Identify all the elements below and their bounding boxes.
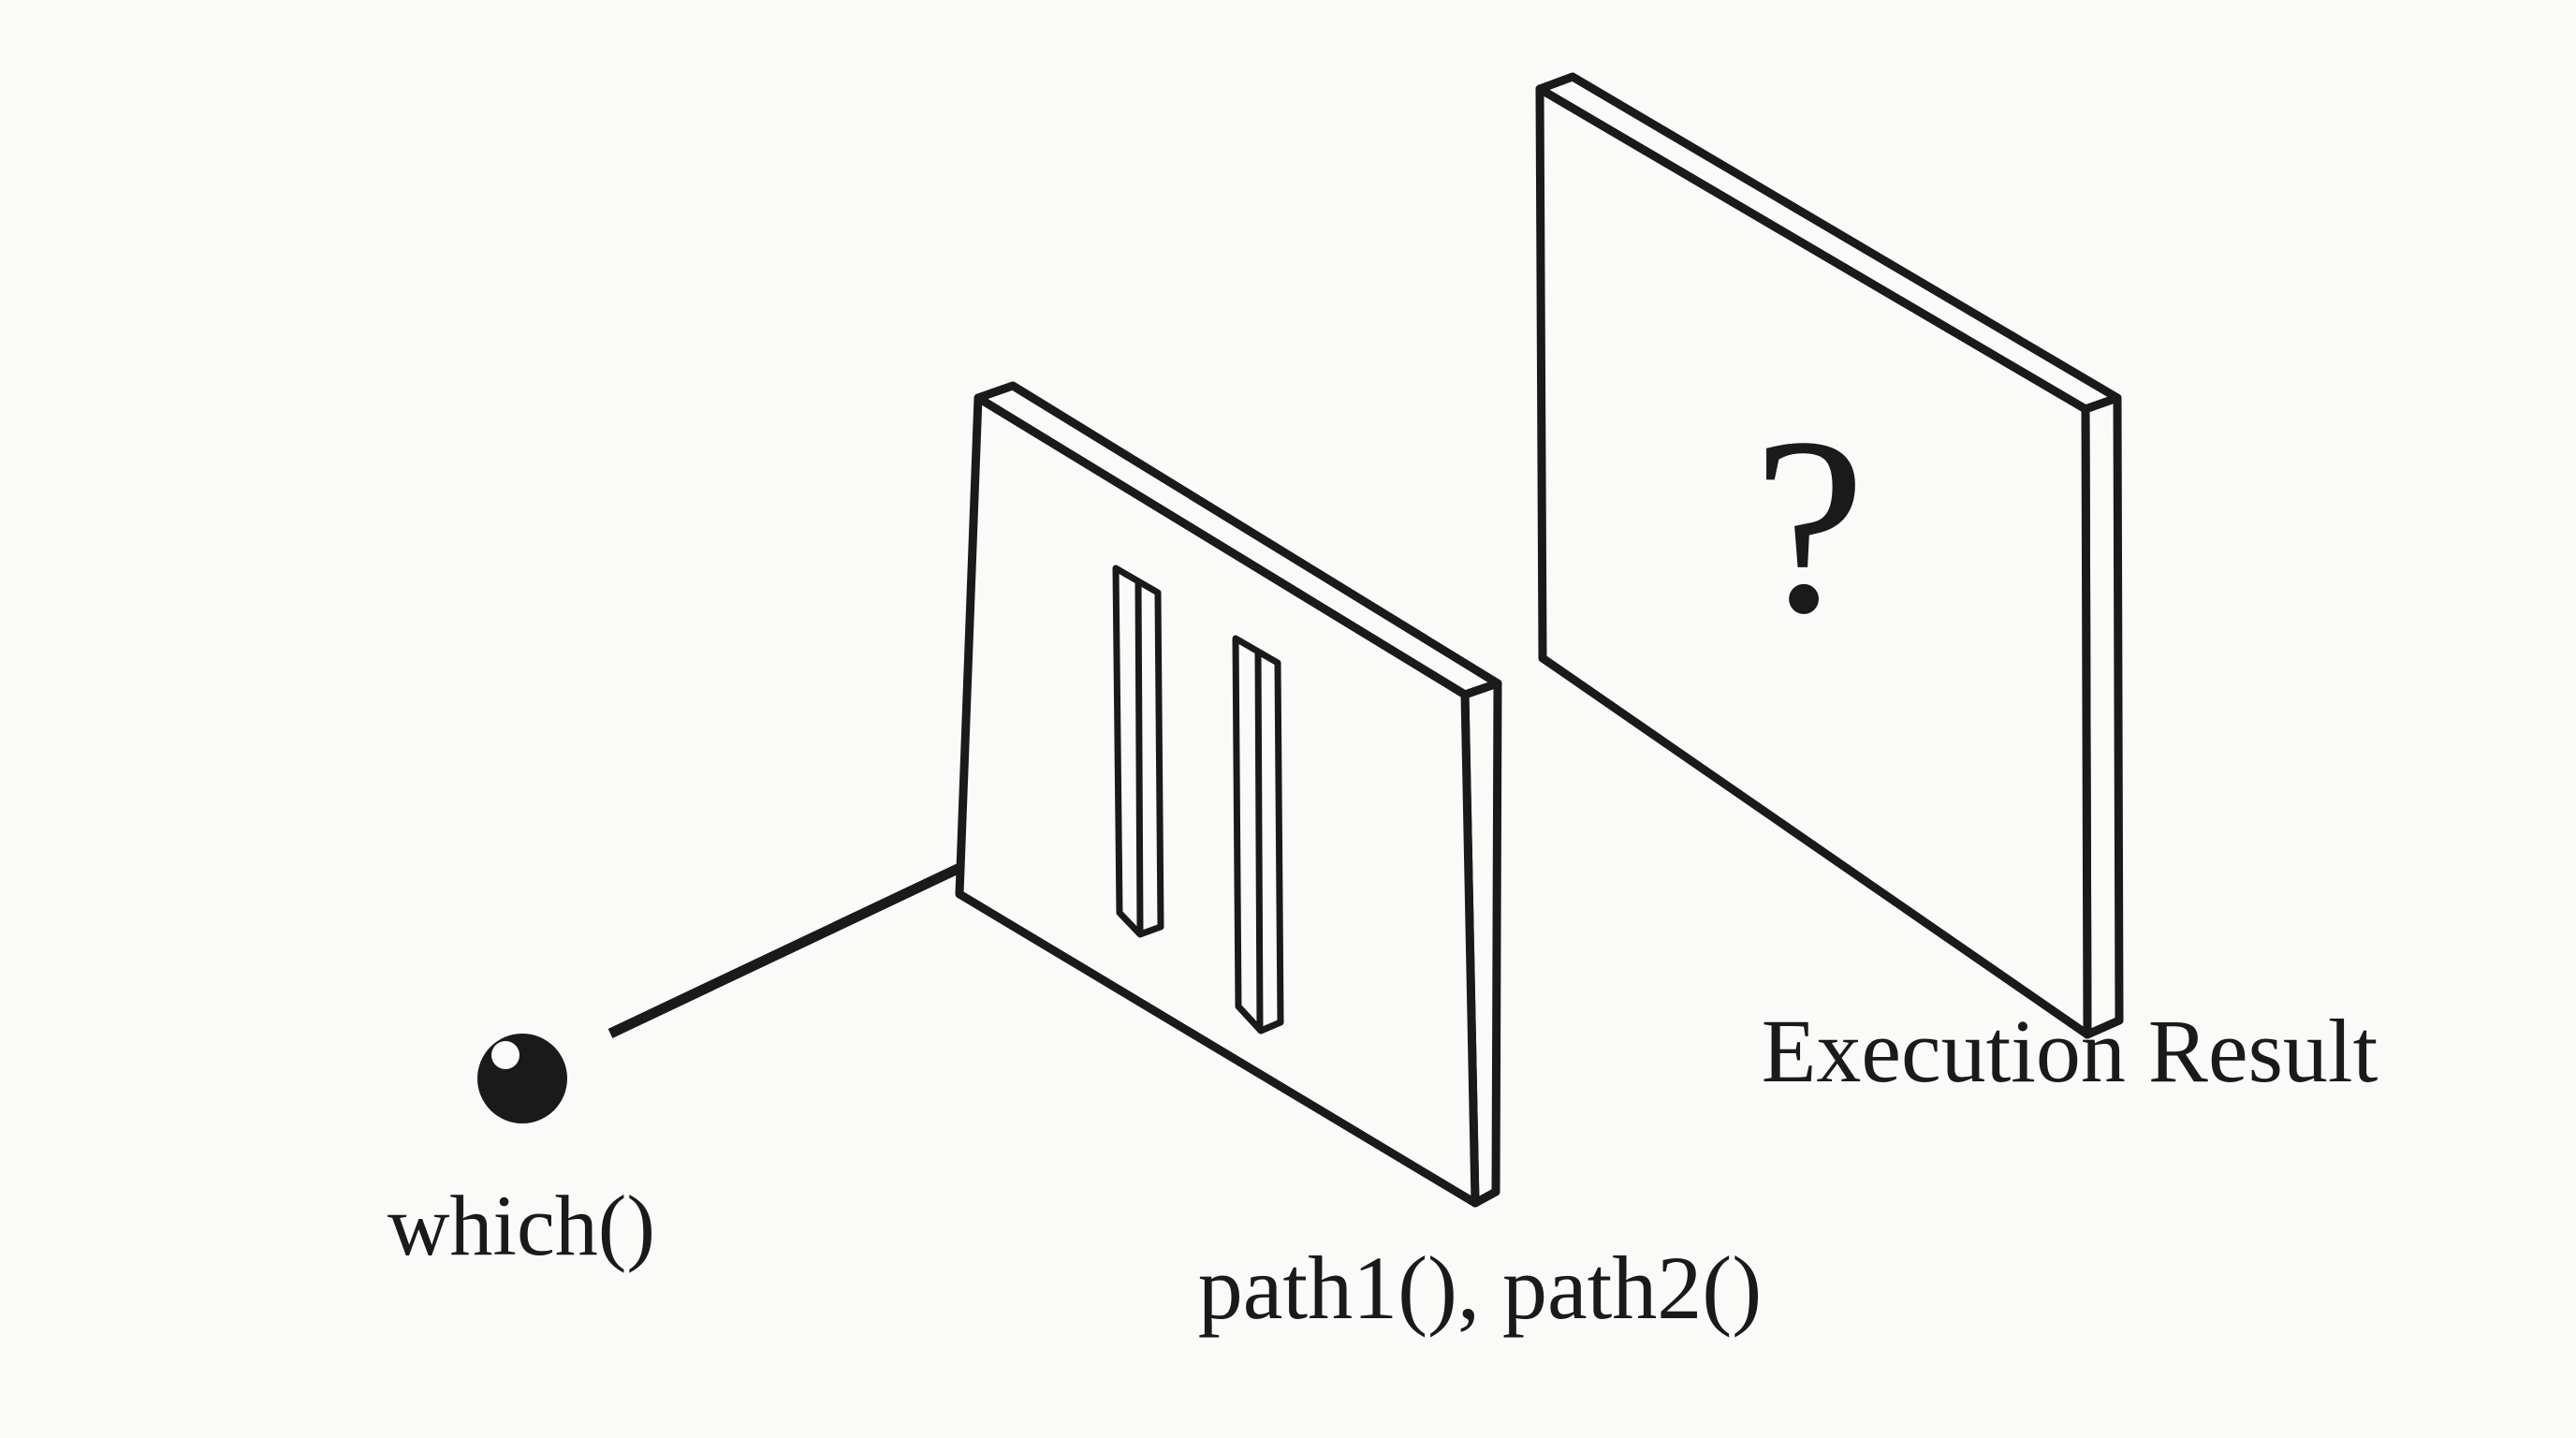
slit-left-depth-edge bbox=[1134, 580, 1144, 933]
slit-right bbox=[1232, 635, 1284, 1034]
particle-highlight bbox=[491, 1041, 520, 1069]
result-plate-front-face bbox=[1535, 84, 2092, 1039]
slit-plate-front-face bbox=[955, 393, 1480, 1208]
result-screen-label: Execution Result bbox=[1762, 1001, 2378, 1101]
slit-left bbox=[1112, 565, 1164, 938]
question-mark: ? bbox=[1753, 386, 1866, 666]
particle-label: which() bbox=[388, 1178, 655, 1273]
particle-ball bbox=[477, 1034, 567, 1123]
particle-dot-icon bbox=[477, 1034, 567, 1123]
slit-left-opening bbox=[1112, 565, 1164, 938]
slit-right-depth-edge bbox=[1254, 651, 1264, 1030]
slit-right-opening bbox=[1232, 635, 1284, 1034]
slit-plate-label: path1(), path2() bbox=[1198, 1238, 1762, 1338]
result-plate: ? bbox=[1535, 72, 2124, 1039]
slit-plate bbox=[955, 381, 1502, 1208]
